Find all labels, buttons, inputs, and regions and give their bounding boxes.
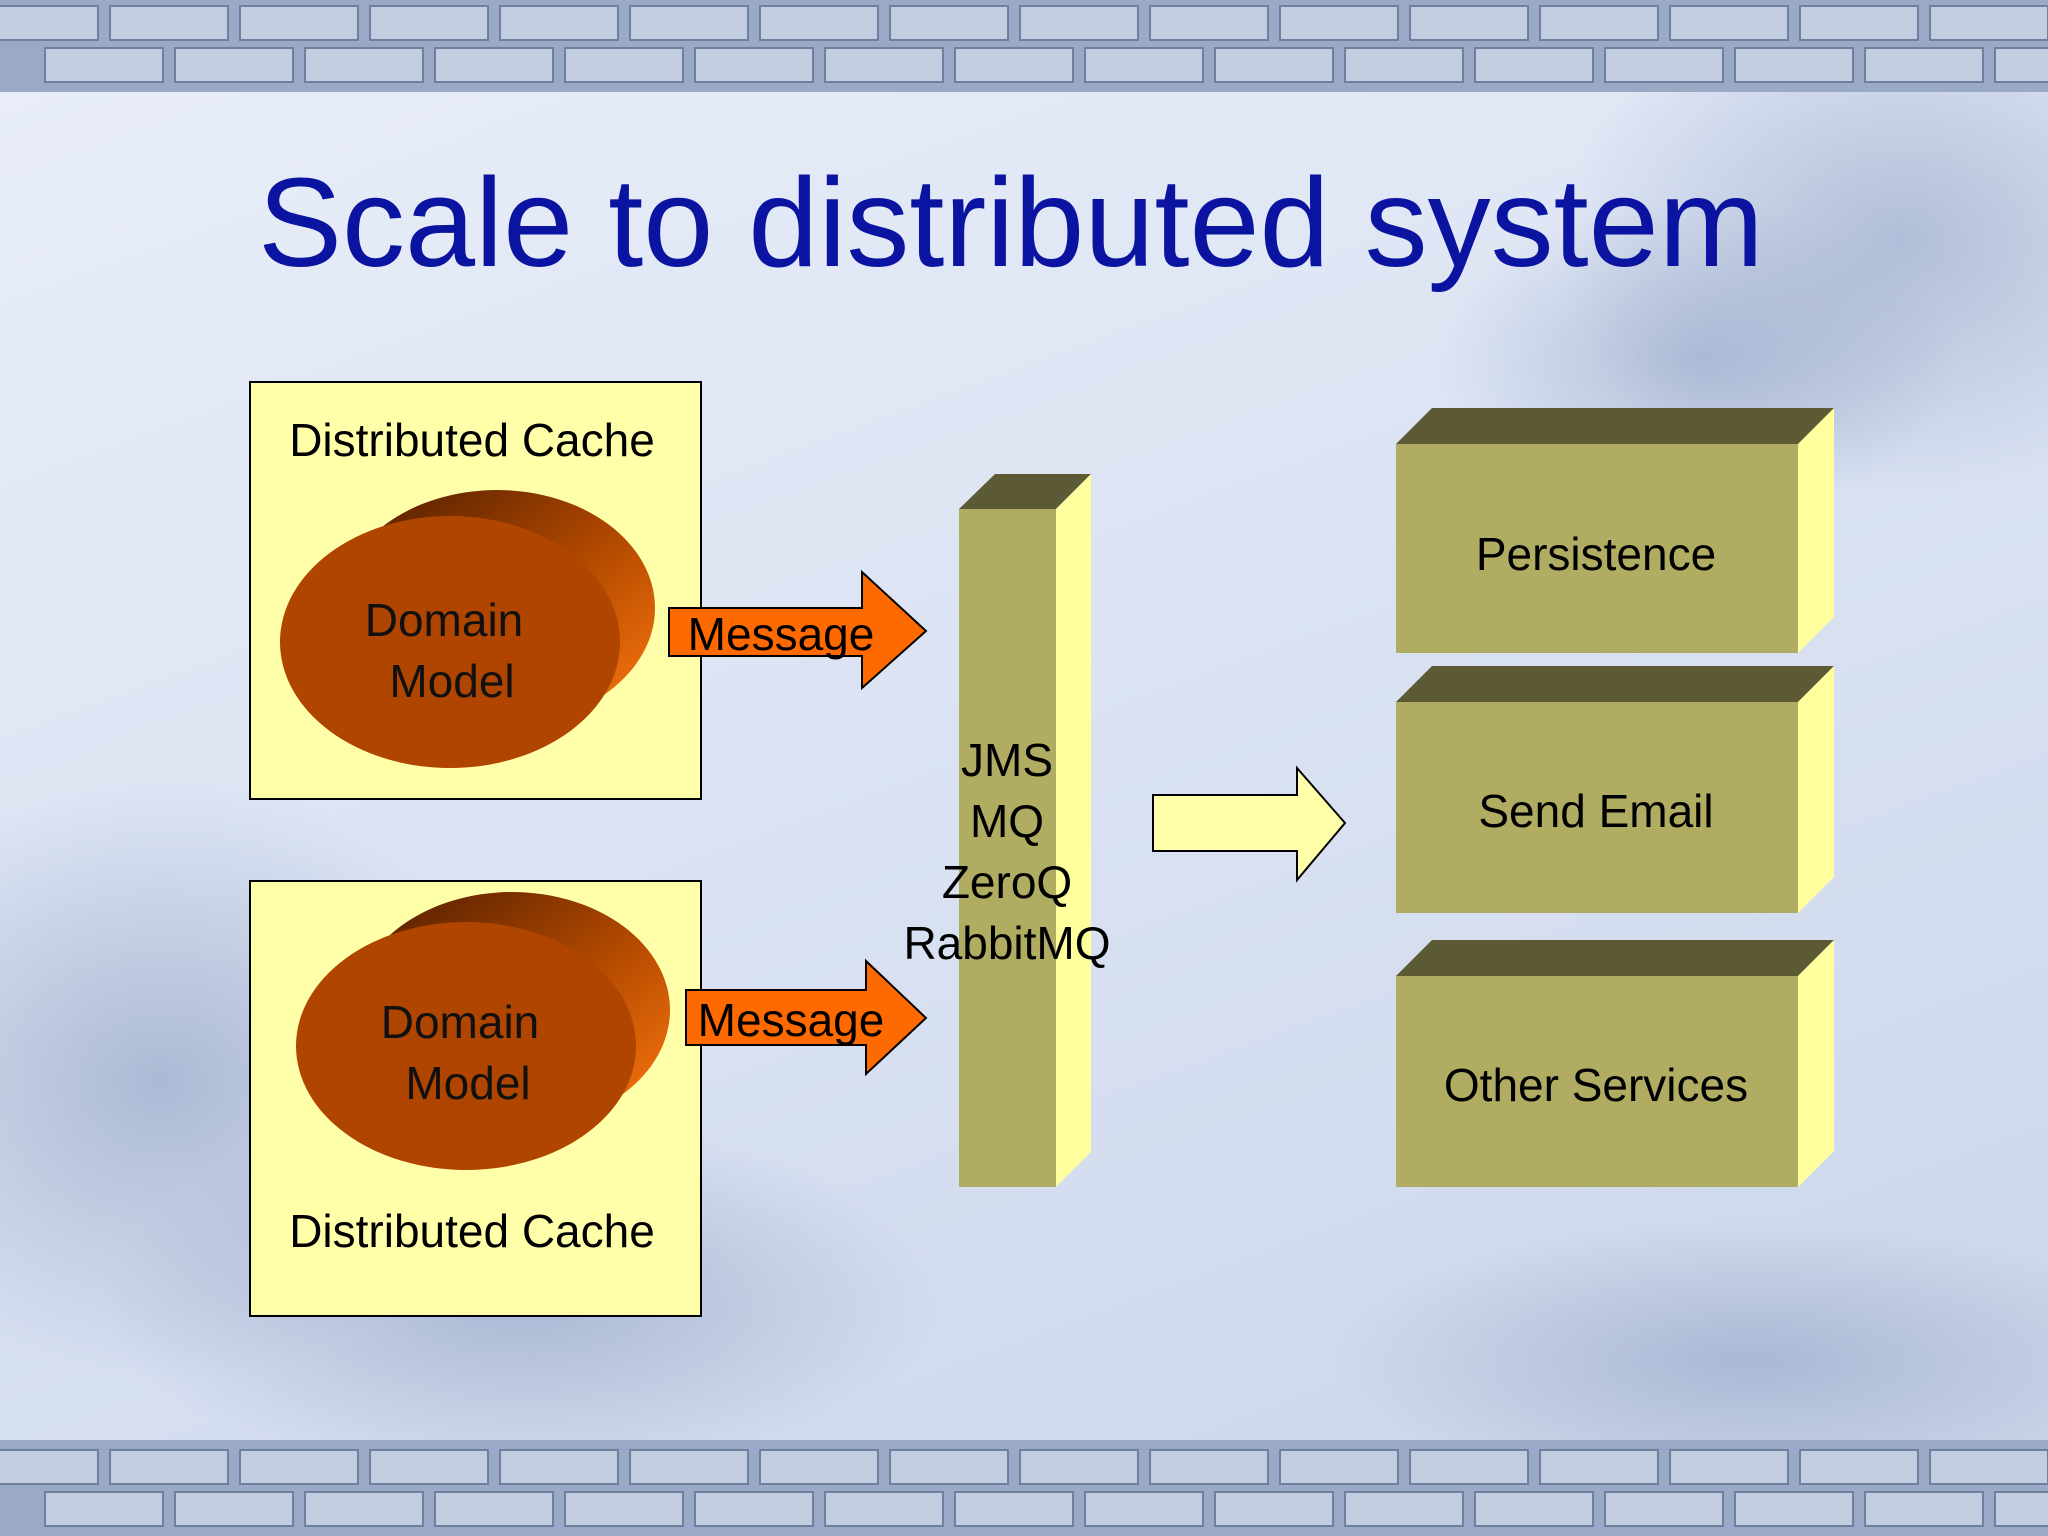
brick-border-bottom	[0, 1440, 2048, 1536]
message-label: Message	[688, 608, 875, 660]
queue-label-mq: MQ	[970, 795, 1044, 847]
domain-model-disc	[280, 490, 655, 768]
cache-node-bottom: Domain Model Distributed Cache Message	[249, 880, 928, 1317]
message-arrow	[685, 958, 928, 1077]
cache-label: Distributed Cache	[289, 1205, 655, 1257]
domain-model-label-line1: Domain	[381, 996, 540, 1048]
slide-title: Scale to distributed system	[258, 152, 1764, 293]
brick-border-top	[0, 0, 2048, 92]
domain-model-label-line1: Domain	[365, 594, 524, 646]
domain-model-label-line2: Model	[405, 1057, 530, 1109]
queue-side-face	[1056, 474, 1091, 1187]
service-label: Persistence	[1476, 528, 1716, 580]
queue-label-zeroq: ZeroQ	[942, 856, 1072, 908]
message-queue: JMS MQ ZeroQ RabbitMQ	[903, 474, 1111, 1187]
cache-label: Distributed Cache	[289, 414, 655, 466]
queue-label-rabbitmq: RabbitMQ	[903, 917, 1110, 969]
domain-model-label-line2: Model	[389, 655, 514, 707]
service-send-email: Send Email	[1396, 666, 1834, 913]
service-persistence: Persistence	[1396, 408, 1834, 653]
queue-front-face	[959, 509, 1056, 1187]
dispatch-arrow	[1152, 765, 1347, 883]
service-other-services: Other Services	[1396, 940, 1834, 1187]
queue-label-jms: JMS	[961, 734, 1053, 786]
service-label: Other Services	[1444, 1059, 1748, 1111]
message-arrow	[668, 569, 928, 691]
domain-model-disc	[296, 892, 670, 1170]
cache-node-top: Distributed Cache Domain Model Message	[249, 381, 928, 800]
service-label: Send Email	[1478, 785, 1713, 837]
message-label: Message	[698, 994, 885, 1046]
queue-top-face	[959, 474, 1091, 509]
